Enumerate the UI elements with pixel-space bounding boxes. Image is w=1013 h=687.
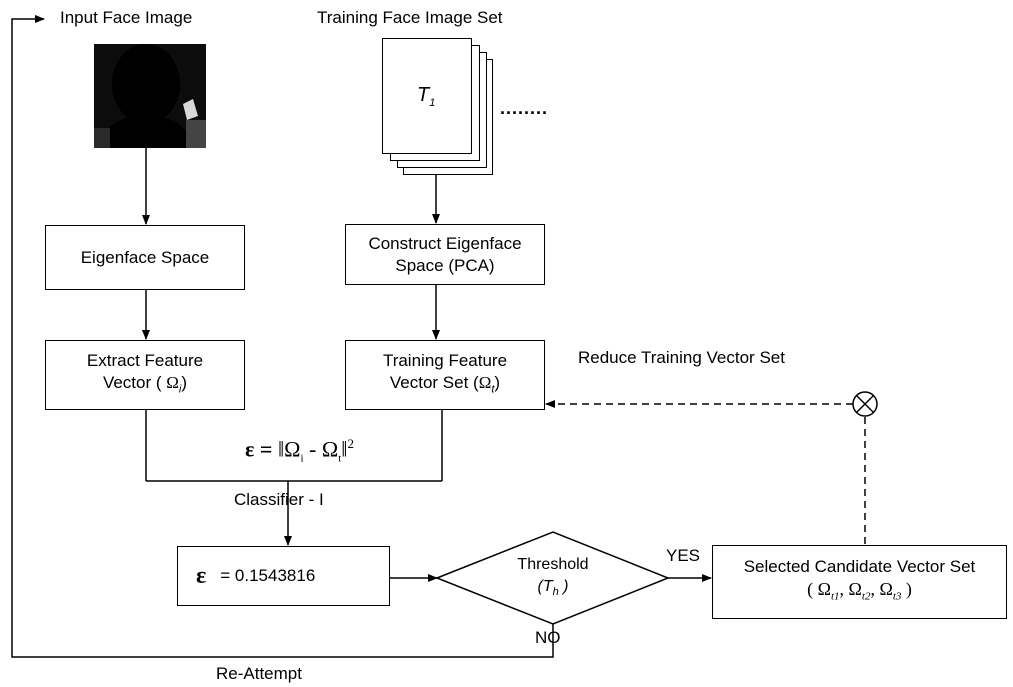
input-face-photo (88, 44, 206, 148)
extract-line1: Extract Feature (86, 350, 204, 370)
yes-label: YES (666, 546, 701, 565)
selected-line1: Selected Candidate Vector Set (743, 557, 976, 577)
distance-equation: ε = ‖Ωi - Ωt‖2 (245, 436, 354, 465)
classifier-label: Classifier - I (234, 490, 324, 509)
selected-line2: ( Ωt1, Ωt2, Ωt3 ) (807, 579, 912, 603)
construct-line2: Space (PCA) (395, 255, 495, 275)
epsilon-value: = 0.1543816 (220, 566, 316, 585)
training-face-image-set-label: Training Face Image Set (317, 8, 503, 27)
input-face-image-label: Input Face Image (60, 8, 193, 27)
no-label: NO (535, 628, 561, 647)
reduce-training-vector-set-label: Reduce Training Vector Set (578, 348, 785, 367)
training-line1: Training Feature (382, 350, 508, 370)
training-line2: Vector Set (Ωt) (389, 372, 501, 396)
t1-label: T1 (417, 84, 436, 109)
training-feature-box: Training Feature Vector Set (Ωt) (345, 340, 545, 410)
selected-candidate-box: Selected Candidate Vector Set ( Ωt1, Ωt2… (712, 545, 1007, 619)
epsilon-value-box: ε = 0.1543816 (177, 546, 390, 606)
threshold-symbol: (Th ) (537, 578, 569, 599)
construct-line1: Construct Eigenface (368, 233, 522, 253)
threshold-label: Threshold (517, 556, 589, 573)
extract-line2: Vector ( Ωi) (102, 372, 188, 396)
re-attempt-label: Re-Attempt (216, 664, 302, 683)
ellipsis-label: ........ (500, 98, 549, 118)
construct-eigenface-box: Construct Eigenface Space (PCA) (345, 224, 545, 285)
face-silhouette-icon (88, 44, 206, 148)
epsilon-symbol: ε (196, 563, 207, 589)
eigenface-space-box: Eigenface Space (45, 225, 245, 290)
extract-feature-box: Extract Feature Vector ( Ωi) (45, 340, 245, 410)
eigenface-space-text: Eigenface Space (80, 247, 210, 267)
training-image-card-front: T1 (382, 38, 472, 154)
